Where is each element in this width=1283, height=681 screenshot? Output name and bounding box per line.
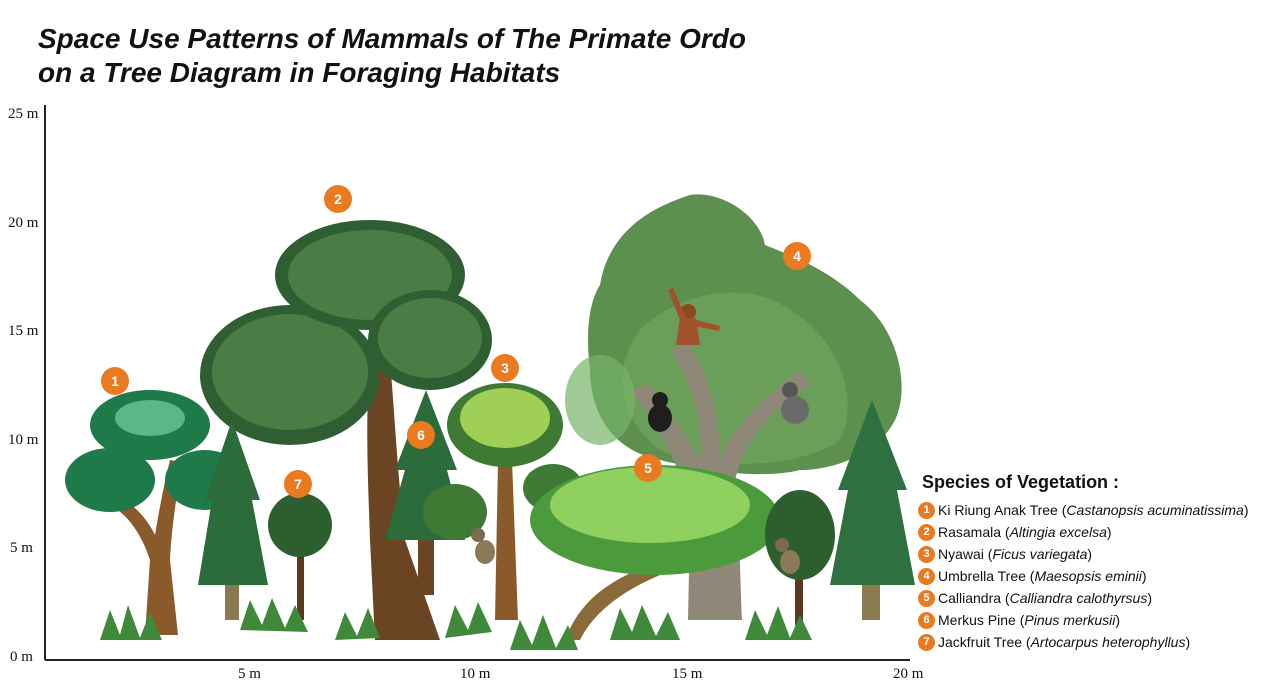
legend-common-name: Nyawai	[938, 546, 984, 562]
jackfruit-tree	[268, 493, 332, 620]
legend-common-name: Umbrella Tree	[938, 568, 1026, 584]
marker-2: 2	[324, 185, 352, 213]
legend-common-name: Calliandra	[938, 590, 1001, 606]
y-tick-20: 20 m	[8, 215, 39, 231]
legend-scientific-name: Altingia excelsa	[1010, 524, 1107, 540]
x-tick-20: 20 m	[893, 666, 924, 681]
vegetation-legend: Species of Vegetation : 1 Ki Riung Anak …	[918, 472, 1280, 653]
x-tick-5: 5 m	[238, 666, 261, 681]
y-tick-0: 0 m	[10, 649, 33, 665]
legend-item-6: 6 Merkus Pine (Pinus merkusii)	[918, 609, 1280, 631]
x-tick-15: 15 m	[672, 666, 703, 681]
marker-4: 4	[783, 242, 811, 270]
legend-item-7: 7 Jackfruit Tree (Artocarpus heterophyll…	[918, 631, 1280, 653]
legend-item-5: 5 Calliandra (Calliandra calothyrsus)	[918, 587, 1280, 609]
y-tick-25: 25 m	[8, 106, 39, 122]
legend-number: 6	[918, 612, 935, 629]
legend-number: 2	[918, 524, 935, 541]
svg-text:1: 1	[111, 373, 119, 389]
legend-item-2: 2 Rasamala (Altingia excelsa)	[918, 521, 1280, 543]
marker-5: 5	[634, 454, 662, 482]
legend-number: 5	[918, 590, 935, 607]
legend-common-name: Ki Riung Anak Tree	[938, 502, 1058, 518]
legend-scientific-name: Artocarpus heterophyllus	[1031, 634, 1186, 650]
y-tick-15: 15 m	[8, 323, 39, 339]
svg-text:2: 2	[334, 191, 342, 207]
legend-number: 1	[918, 502, 935, 519]
legend-scientific-name: Ficus variegata	[992, 546, 1087, 562]
legend-scientific-name: Maesopsis eminii	[1034, 568, 1141, 584]
legend-number: 7	[918, 634, 935, 651]
svg-text:5: 5	[644, 460, 652, 476]
svg-text:3: 3	[501, 360, 509, 376]
svg-text:6: 6	[417, 427, 425, 443]
legend-common-name: Merkus Pine	[938, 612, 1016, 628]
legend-item-1: 1 Ki Riung Anak Tree (Castanopsis acumin…	[918, 499, 1280, 521]
x-tick-10: 10 m	[460, 666, 491, 681]
legend-item-3: 3 Nyawai (Ficus variegata)	[918, 543, 1280, 565]
y-tick-10: 10 m	[8, 432, 39, 448]
legend-scientific-name: Calliandra calothyrsus	[1010, 590, 1148, 606]
macaque-figure-left	[471, 528, 495, 564]
legend-common-name: Rasamala	[938, 524, 1001, 540]
svg-text:4: 4	[793, 248, 801, 264]
marker-7: 7	[284, 470, 312, 498]
marker-3: 3	[491, 354, 519, 382]
svg-text:7: 7	[294, 476, 302, 492]
legend-number: 4	[918, 568, 935, 585]
legend-scientific-name: Pinus merkusii	[1024, 612, 1115, 628]
legend-scientific-name: Castanopsis acuminatissima	[1066, 502, 1243, 518]
y-tick-5: 5 m	[10, 540, 33, 556]
legend-common-name: Jackfruit Tree	[938, 634, 1022, 650]
legend-number: 3	[918, 546, 935, 563]
marker-1: 1	[101, 367, 129, 395]
legend-item-4: 4 Umbrella Tree (Maesopsis eminii)	[918, 565, 1280, 587]
legend-heading: Species of Vegetation :	[922, 472, 1280, 493]
marker-6: 6	[407, 421, 435, 449]
